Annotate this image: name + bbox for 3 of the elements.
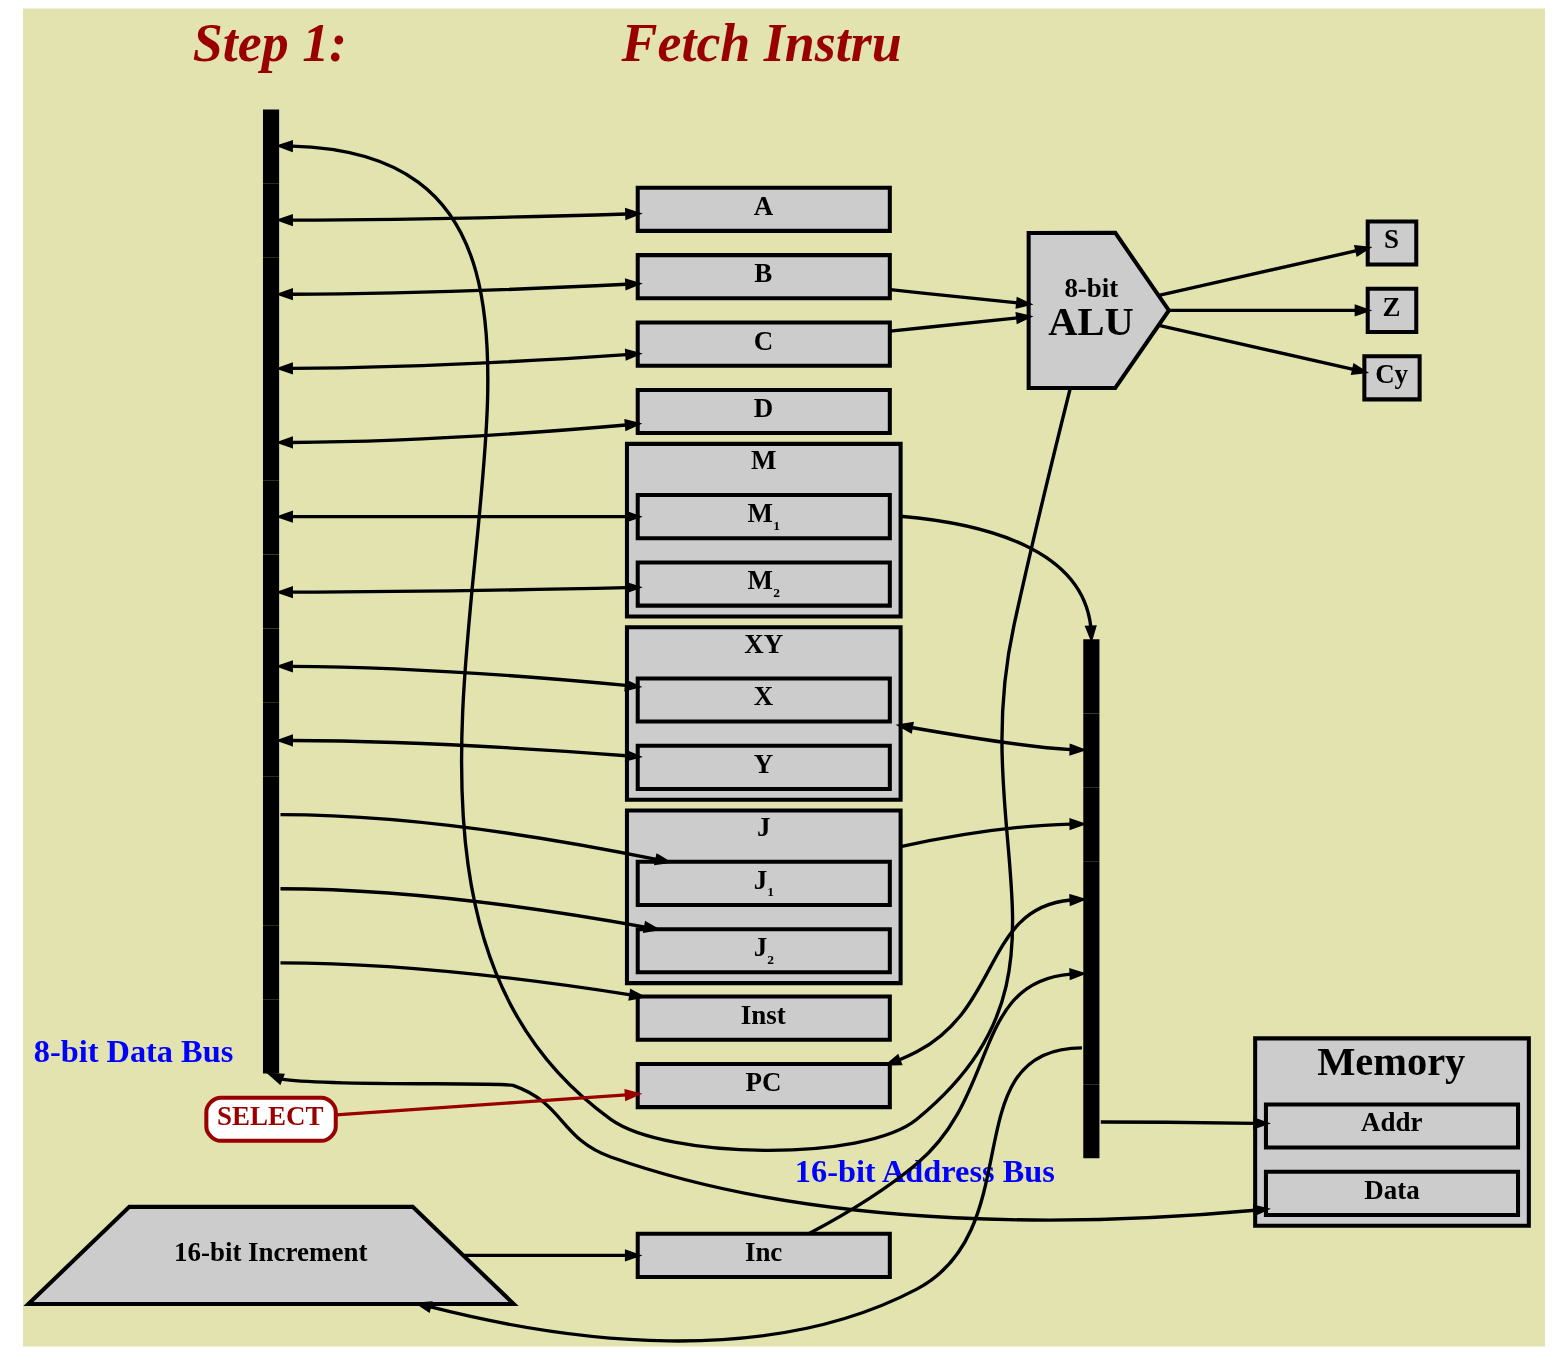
label: Step 1:	[192, 13, 348, 74]
node-label: 8-bit Data Bus	[33, 1033, 234, 1070]
label: Fetch Instru	[621, 13, 902, 74]
